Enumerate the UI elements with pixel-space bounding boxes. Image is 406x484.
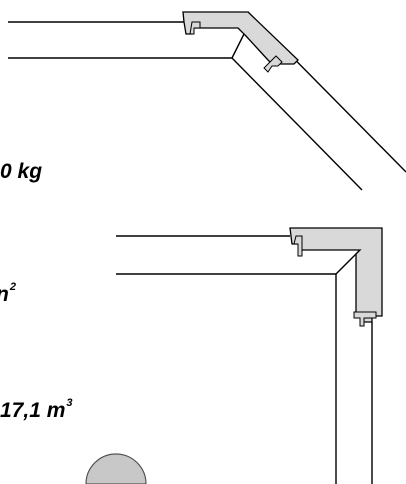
corner-profile-top-lip-left xyxy=(189,21,201,35)
area-exponent: 2 xyxy=(9,281,16,293)
obtuse-corner-detail xyxy=(8,11,406,191)
area-label: n2 xyxy=(0,281,16,306)
corner-profile-bottom-lip-right xyxy=(353,311,377,327)
volume-label: 17,1 m3 xyxy=(0,397,73,422)
corner-profile-bottom-lip-left xyxy=(293,235,303,257)
partial-circle-shape xyxy=(85,453,147,484)
volume-value: 17,1 m xyxy=(0,399,66,422)
corner-profile-top-lip-right xyxy=(263,55,283,73)
right-angle-corner-detail xyxy=(116,235,373,484)
corner-profile-top xyxy=(182,11,299,65)
volume-exponent: 3 xyxy=(66,397,73,409)
frame-line-diag-inner xyxy=(231,57,363,191)
weight-label: 0 kg xyxy=(0,161,42,182)
area-value: n xyxy=(0,283,9,306)
weight-value: 0 kg xyxy=(0,160,43,183)
